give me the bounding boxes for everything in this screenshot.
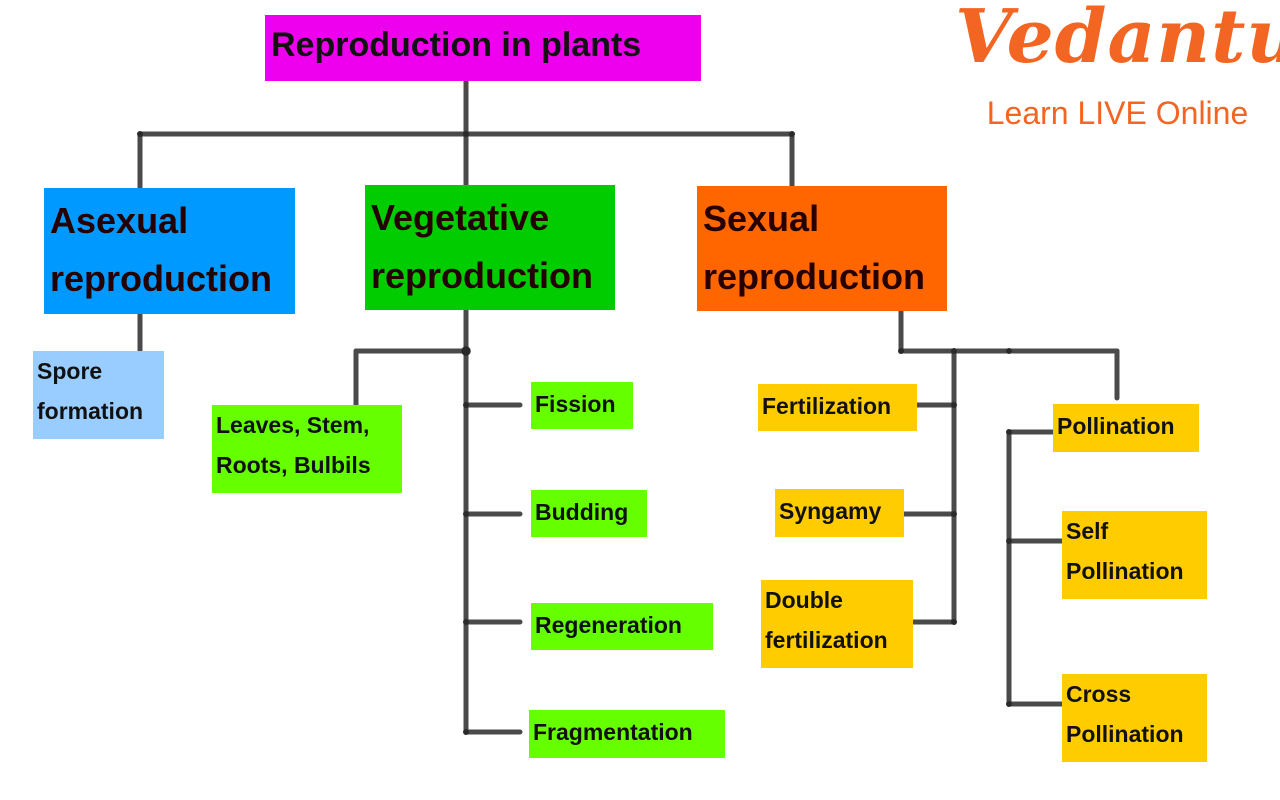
logo-wordmark: Vedantu [955,0,1280,80]
fragmentation-node: Fragmentation [529,710,725,758]
asexual-reproduction-node: Asexual reproduction [44,188,295,314]
vedantu-logo: Vedantu Learn LIVE Online [955,0,1280,140]
junction-dot [898,348,904,354]
budding-node: Budding [531,490,647,537]
vegetative-reproduction-node: Vegetative reproduction [365,185,615,310]
fission-node: Fission [531,382,633,429]
junction-dot [951,619,957,625]
self-pollination-node: Self Pollination [1062,511,1207,599]
junction-dot [463,619,469,625]
junction-dot [463,729,469,735]
root-node: Reproduction in plants [265,15,701,81]
pollination-node: Pollination [1053,404,1199,452]
double-fertilization-node: Double fertilization [761,580,913,668]
junction-dot [463,511,469,517]
syngamy-node: Syngamy [775,489,904,537]
leaves-stem-roots-node: Leaves, Stem, Roots, Bulbils [212,405,402,493]
junction-dot [1006,429,1012,435]
junction-dot [789,131,795,137]
cross-pollination-node: Cross Pollination [1062,674,1207,762]
junction-dot [463,402,469,408]
junction-dot [951,511,957,517]
junction-dot [461,346,471,356]
junction-dot [1006,701,1012,707]
junction-dot [463,131,469,137]
junction-dot [951,402,957,408]
logo-tagline: Learn LIVE Online [986,95,1249,131]
regeneration-node: Regeneration [531,603,713,650]
sexual-reproduction-node: Sexual reproduction [697,186,947,311]
fertilization-node: Fertilization [758,384,917,431]
junction-dot [1006,538,1012,544]
junction-dot [137,131,143,137]
junction-dot [951,348,957,354]
junction-dot [1006,348,1012,354]
spore-formation-node: Spore formation [33,351,164,439]
